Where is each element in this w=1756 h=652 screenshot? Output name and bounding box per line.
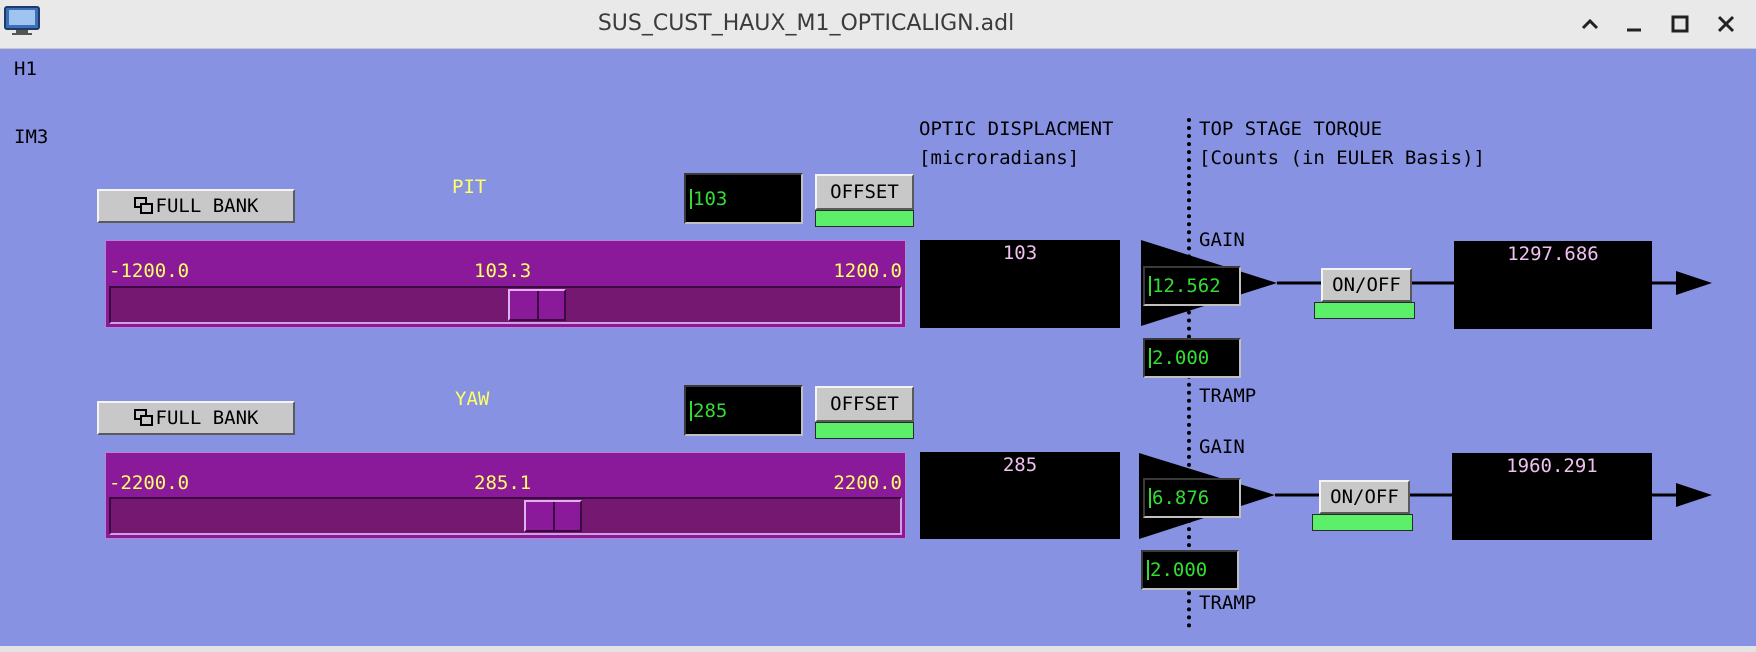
pit-tramp-value: 2.000 [1152, 347, 1210, 369]
chevron-up-icon[interactable] [1576, 10, 1604, 38]
yaw-slider-min: -2200.0 [109, 472, 190, 494]
yaw-tramp-value: 2.000 [1150, 559, 1208, 581]
yaw-label: YAW [455, 388, 490, 410]
pit-displacement-readout: 103 [920, 240, 1120, 328]
text-cursor [1149, 276, 1151, 296]
pit-label: PIT [452, 176, 487, 198]
yaw-offset-entry[interactable]: 285 [684, 385, 803, 436]
site-label: H1 [14, 58, 37, 80]
yaw-slider-value: 285.1 [474, 472, 532, 494]
yaw-tramp-entry[interactable]: 2.000 [1141, 550, 1239, 590]
text-cursor [690, 188, 692, 209]
yaw-slider: -2200.0 285.1 2200.0 [105, 452, 906, 539]
pit-offset-indicator [815, 210, 914, 227]
full-bank-label: FULL BANK [155, 407, 259, 429]
title-bar: SUS_CUST_HAUX_M1_OPTICALIGN.adl [0, 0, 1756, 49]
pit-slider-thumb[interactable] [508, 289, 566, 321]
control-panel [0, 49, 1756, 650]
yaw-gain-entry[interactable]: 6.876 [1143, 478, 1241, 518]
pit-offset-value: 103 [693, 187, 728, 210]
output-arrow-icon [1676, 271, 1712, 295]
pit-slider-track[interactable] [109, 286, 902, 324]
pit-onoff-indicator [1314, 302, 1415, 319]
text-cursor [1149, 348, 1151, 368]
torque-heading: TOP STAGE TORQUE [1199, 118, 1383, 140]
yaw-onoff-indicator [1312, 514, 1413, 531]
pit-tramp-entry[interactable]: 2.000 [1143, 338, 1241, 378]
text-cursor [690, 400, 692, 421]
yaw-offset-value: 285 [693, 399, 728, 422]
pit-gain-value: 12.562 [1152, 275, 1221, 297]
minimize-icon[interactable] [1620, 10, 1648, 38]
monitor-icon [4, 6, 40, 35]
pit-gain-entry[interactable]: 12.562 [1143, 266, 1241, 306]
window-bottom-edge [0, 646, 1756, 652]
close-icon[interactable] [1712, 10, 1740, 38]
text-cursor [1147, 560, 1149, 580]
pit-slider-max: 1200.0 [833, 260, 902, 282]
yaw-slider-track[interactable] [109, 497, 902, 535]
yaw-tramp-label: TRAMP [1199, 592, 1257, 614]
yaw-gain-value: 6.876 [1152, 487, 1210, 509]
pit-slider: -1200.0 103.3 1200.0 [105, 240, 906, 328]
yaw-offset-button[interactable]: OFFSET [815, 386, 914, 422]
optic-heading: OPTIC DISPLACMENT [919, 118, 1114, 140]
related-display-icon [133, 409, 153, 426]
yaw-torque-output: 1960.291 [1452, 453, 1652, 540]
stage-label: IM3 [14, 126, 49, 148]
pit-onoff-button[interactable]: ON/OFF [1321, 268, 1412, 302]
maximize-icon[interactable] [1666, 10, 1694, 38]
yaw-slider-max: 2200.0 [833, 472, 902, 494]
related-display-icon [133, 197, 153, 214]
pit-offset-button[interactable]: OFFSET [815, 174, 914, 210]
yaw-slider-thumb[interactable] [524, 500, 582, 532]
pit-offset-entry[interactable]: 103 [684, 173, 803, 224]
pit-slider-value: 103.3 [474, 260, 532, 282]
pit-torque-output: 1297.686 [1454, 241, 1652, 329]
output-arrow-icon [1676, 483, 1712, 507]
yaw-displacement-readout: 285 [920, 452, 1120, 539]
optic-units: [microradians] [919, 147, 1080, 169]
torque-units: [Counts (in EULER Basis)] [1199, 147, 1485, 169]
full-bank-button-yaw[interactable]: FULL BANK [97, 401, 295, 435]
window-title: SUS_CUST_HAUX_M1_OPTICALIGN.adl [597, 11, 1015, 36]
full-bank-button-pit[interactable]: FULL BANK [97, 189, 295, 223]
pit-tramp-label: TRAMP [1199, 385, 1257, 407]
yaw-gain-label: GAIN [1199, 436, 1245, 458]
pit-gain-label: GAIN [1199, 229, 1245, 251]
yaw-offset-indicator [815, 422, 914, 439]
full-bank-label: FULL BANK [155, 195, 259, 217]
yaw-onoff-button[interactable]: ON/OFF [1319, 480, 1410, 514]
pit-slider-min: -1200.0 [109, 260, 190, 282]
text-cursor [1149, 488, 1151, 508]
